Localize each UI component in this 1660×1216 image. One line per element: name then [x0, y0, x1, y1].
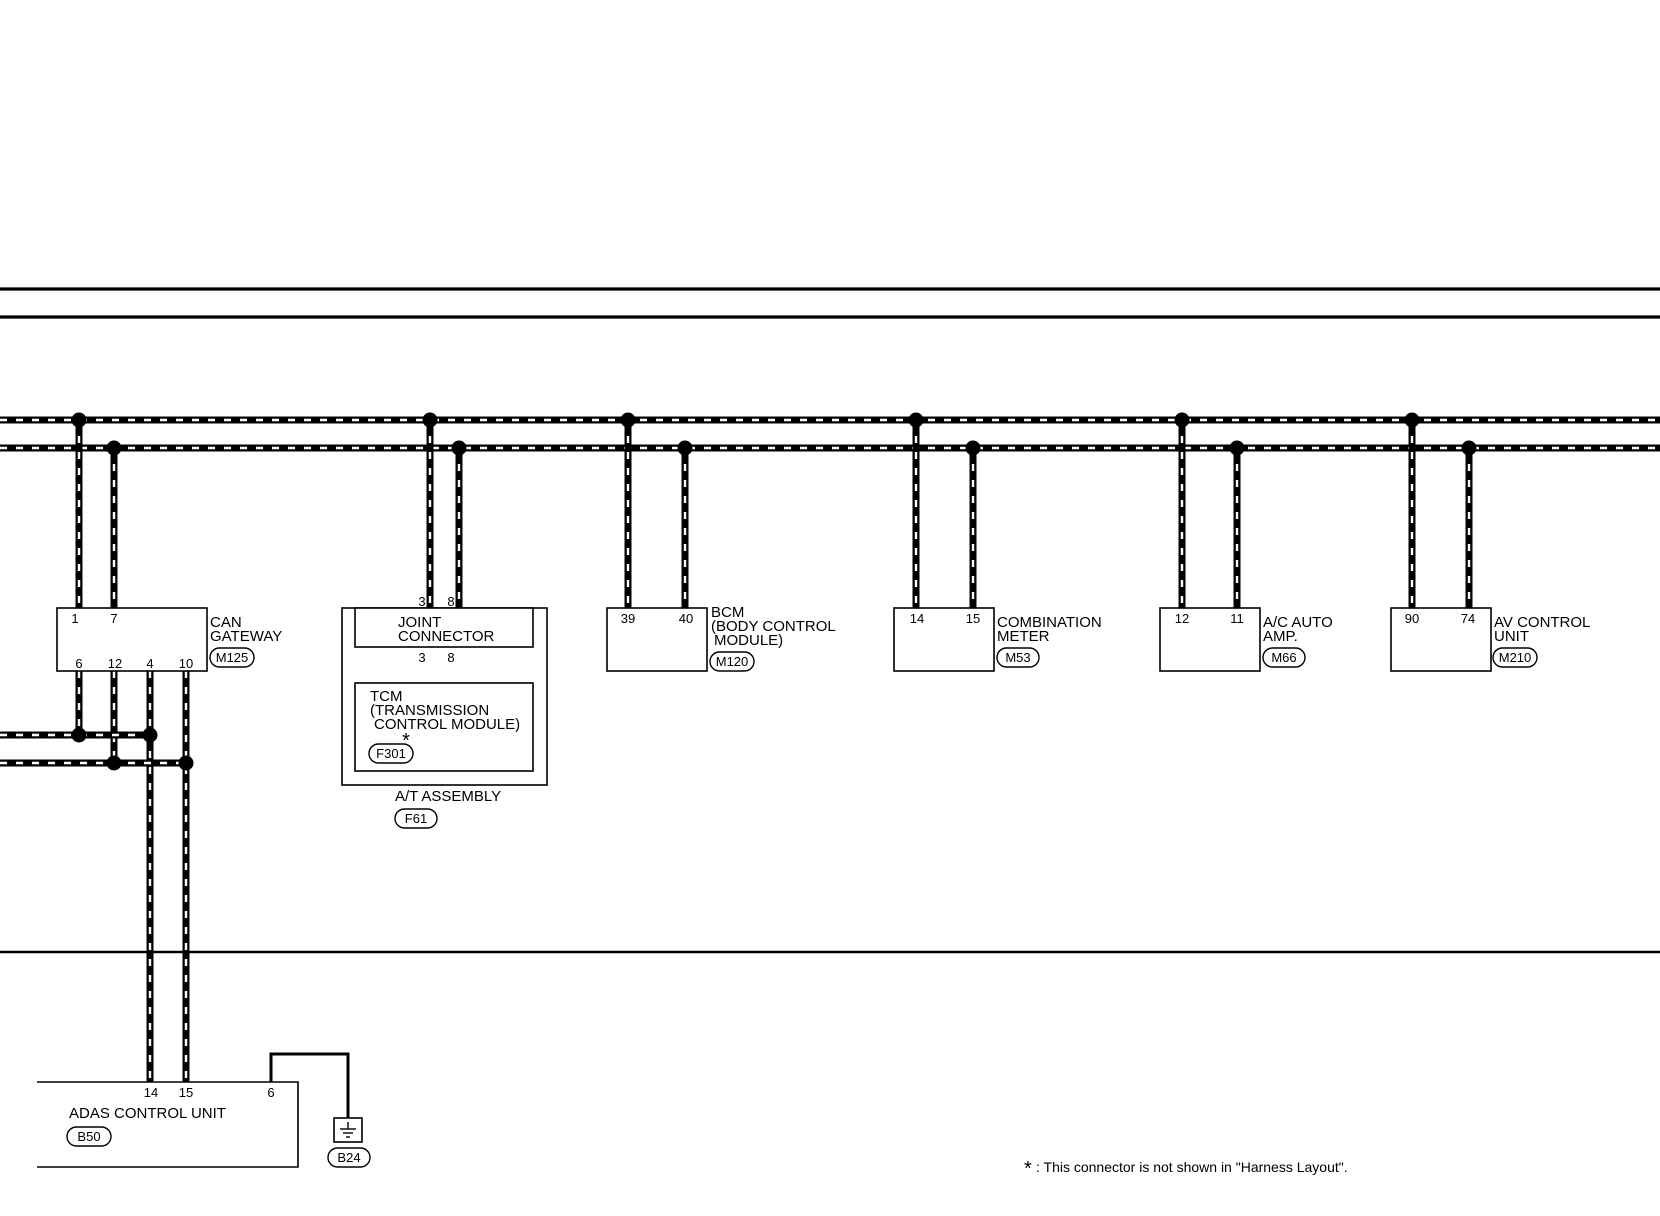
- splice-points: [71, 412, 1477, 771]
- module-name: CONNECTOR: [398, 628, 495, 645]
- splice-dot: [106, 755, 122, 771]
- connector-label: B50: [77, 1129, 100, 1144]
- pin-label: 3: [418, 650, 425, 665]
- at-assembly-module: 3 8 JOINT CONNECTOR 3 8 TCM (TRANSMISSIO…: [341, 594, 548, 829]
- splice-dot: [71, 727, 87, 743]
- can-gateway-module: 1 7 6 12 4 10 CAN GATEWAY M125: [56, 607, 282, 672]
- module-name: A/C AUTO: [1263, 614, 1333, 631]
- splice-dot: [178, 755, 194, 771]
- ground-symbol: B24: [327, 1117, 371, 1168]
- pin-label: 1: [71, 611, 78, 626]
- splice-dot: [71, 412, 87, 428]
- module-name: (TRANSMISSION: [370, 702, 489, 719]
- can-bus-wires: [0, 416, 1660, 1082]
- pin-label: 39: [621, 611, 635, 626]
- module-name: GATEWAY: [210, 628, 282, 645]
- connector-label: M120: [716, 654, 749, 669]
- asterisk-mark: *: [402, 730, 410, 752]
- connector-label: M66: [1271, 650, 1296, 665]
- connector-label: F301: [376, 746, 406, 761]
- splice-dot: [908, 412, 924, 428]
- connector-label: B24: [337, 1150, 360, 1165]
- splice-dot: [451, 440, 467, 456]
- pin-label: 3: [418, 594, 425, 609]
- splice-dot: [1404, 412, 1420, 428]
- bcm-module: 39 40 BCM (BODY CONTROL MODULE) M120: [606, 604, 836, 672]
- module-name: (BODY CONTROL: [711, 618, 836, 635]
- pin-label: 40: [679, 611, 693, 626]
- adas-control-unit-module: 14 15 6 ADAS CONTROL UNIT B50: [37, 1081, 299, 1168]
- module-name: BCM: [711, 604, 744, 621]
- pin-label: 6: [267, 1085, 274, 1100]
- splice-dot: [106, 440, 122, 456]
- pin-label: 74: [1461, 611, 1475, 626]
- splice-dot: [1461, 440, 1477, 456]
- pin-label: 12: [1175, 611, 1189, 626]
- ac-auto-amp-module: 12 11 A/C AUTO AMP. M66: [1159, 607, 1333, 672]
- module-name: CONTROL MODULE): [374, 716, 520, 733]
- splice-dot: [142, 727, 158, 743]
- splice-dot: [677, 440, 693, 456]
- splice-dot: [1229, 440, 1245, 456]
- ground-wire: [269, 1052, 350, 1118]
- av-control-unit-module: 90 74 AV CONTROL UNIT M210: [1390, 607, 1590, 672]
- module-name: A/T ASSEMBLY: [395, 788, 501, 805]
- splice-dot: [620, 412, 636, 428]
- pin-label: 4: [146, 656, 153, 671]
- combination-meter-module: 14 15 COMBINATION METER M53: [893, 607, 1102, 672]
- footnote-text: : This connector is not shown in "Harnes…: [1036, 1159, 1348, 1175]
- connector-label: M125: [216, 650, 249, 665]
- pin-label: 15: [966, 611, 980, 626]
- module-name: MODULE): [714, 632, 783, 649]
- pin-label: 11: [1230, 611, 1244, 626]
- footnote: * : This connector is not shown in "Harn…: [1024, 1158, 1348, 1180]
- pin-label: 7: [110, 611, 117, 626]
- frame-lines: [0, 287, 1660, 954]
- pin-label: 10: [179, 656, 193, 671]
- asterisk-mark: *: [1024, 1158, 1032, 1180]
- module-name: AV CONTROL: [1494, 614, 1590, 631]
- pin-label: 14: [910, 611, 924, 626]
- pin-label: 12: [108, 656, 122, 671]
- module-name: AMP.: [1263, 628, 1298, 645]
- module-name: METER: [997, 628, 1050, 645]
- connector-label: M53: [1005, 650, 1030, 665]
- module-name: ADAS CONTROL UNIT: [69, 1105, 226, 1122]
- splice-dot: [1174, 412, 1190, 428]
- module-name: TCM: [370, 688, 403, 705]
- splice-dot: [965, 440, 981, 456]
- module-name: COMBINATION: [997, 614, 1102, 631]
- pin-label: 6: [75, 656, 82, 671]
- pin-label: 8: [447, 650, 454, 665]
- module-name: JOINT: [398, 614, 441, 631]
- splice-dot: [422, 412, 438, 428]
- connector-label: M210: [1499, 650, 1532, 665]
- module-name: CAN: [210, 614, 242, 631]
- pin-label: 8: [447, 594, 454, 609]
- module-name: UNIT: [1494, 628, 1529, 645]
- pin-label: 15: [179, 1085, 193, 1100]
- connector-label: F61: [405, 811, 427, 826]
- pin-label: 90: [1405, 611, 1419, 626]
- pin-label: 14: [144, 1085, 158, 1100]
